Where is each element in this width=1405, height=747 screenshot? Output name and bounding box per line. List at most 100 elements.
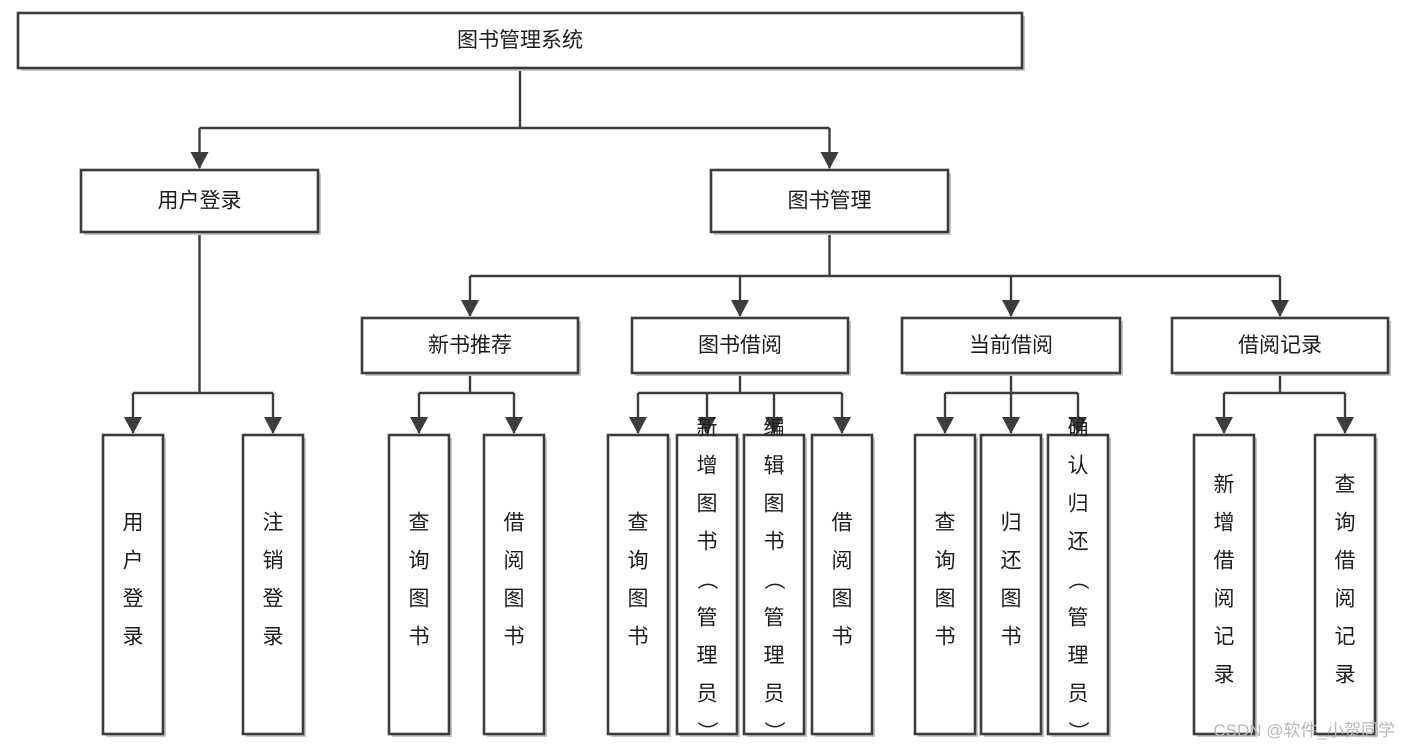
svg-text:确: 确 <box>1068 417 1089 440</box>
svg-text:书: 书 <box>832 626 853 649</box>
svg-text:登: 登 <box>123 588 144 611</box>
svg-text:录: 录 <box>1214 664 1235 687</box>
edge-layer <box>124 68 1354 434</box>
svg-text:书: 书 <box>409 626 430 649</box>
svg-text:询: 询 <box>409 550 430 573</box>
svg-text:图: 图 <box>1001 588 1022 611</box>
svg-text:图: 图 <box>832 588 853 611</box>
node-new-book-recommend[interactable]: 新书推荐 <box>360 316 581 376</box>
svg-text:理: 理 <box>697 645 718 668</box>
svg-text:增: 增 <box>697 455 718 478</box>
svg-text:录: 录 <box>1335 664 1356 687</box>
svg-text:阅: 阅 <box>504 550 525 573</box>
node-user-login[interactable]: 用户登录 <box>79 168 321 235</box>
node-label: 用户登录 <box>123 512 144 649</box>
node-root[interactable]: 图书管理系统 <box>16 11 1025 71</box>
svg-text:管: 管 <box>1068 607 1089 630</box>
svg-text:查: 查 <box>409 512 430 535</box>
node-layer: 图书管理系统用户登录图书管理新书推荐图书借阅当前借阅借阅记录用户登录注销登录查询… <box>16 11 1391 743</box>
node-label: 图书借阅 <box>698 334 782 357</box>
svg-text:员: 员 <box>1068 683 1089 706</box>
svg-text:编: 编 <box>764 417 785 440</box>
node-label: 用户登录 <box>158 190 242 213</box>
svg-text:录: 录 <box>263 626 284 649</box>
svg-text:图: 图 <box>409 588 430 611</box>
connector-from-user-login <box>124 232 282 434</box>
connector-from-book-borrow <box>629 373 851 434</box>
svg-text:书: 书 <box>504 626 525 649</box>
svg-text:管: 管 <box>764 607 785 630</box>
connector-from-current-borrow <box>936 373 1087 434</box>
node-leaf-user-login[interactable]: 用户登录 <box>101 433 166 737</box>
node-current-borrow[interactable]: 当前借阅 <box>900 316 1123 376</box>
node-borrow-record[interactable]: 借阅记录 <box>1170 316 1391 376</box>
svg-text:（: （ <box>695 569 718 590</box>
svg-text:查: 查 <box>1335 474 1356 497</box>
svg-text:增: 增 <box>1214 512 1235 535</box>
svg-text:阅: 阅 <box>1335 588 1356 611</box>
node-label: 新书推荐 <box>428 334 512 357</box>
svg-text:图: 图 <box>504 588 525 611</box>
svg-text:书: 书 <box>697 531 718 554</box>
svg-text:户: 户 <box>123 550 144 573</box>
svg-text:员: 员 <box>697 683 718 706</box>
watermark-text: CSDN @软件_小贺同学 <box>1213 721 1395 740</box>
svg-text:录: 录 <box>123 626 144 649</box>
svg-text:图: 图 <box>628 588 649 611</box>
svg-text:理: 理 <box>1068 645 1089 668</box>
node-label: 图书管理系统 <box>457 29 583 52</box>
svg-text:阅: 阅 <box>832 550 853 573</box>
svg-text:询: 询 <box>1335 512 1356 535</box>
connector-from-borrow-record <box>1215 373 1354 434</box>
connector-from-root <box>190 68 839 169</box>
svg-text:（: （ <box>1066 569 1089 590</box>
svg-text:销: 销 <box>263 550 284 573</box>
svg-text:员: 员 <box>764 683 785 706</box>
svg-text:询: 询 <box>628 550 649 573</box>
svg-text:登: 登 <box>263 588 284 611</box>
node-label: 图书管理 <box>788 190 872 213</box>
svg-text:书: 书 <box>764 531 785 554</box>
svg-text:查: 查 <box>628 512 649 535</box>
svg-text:新: 新 <box>697 417 718 440</box>
node-book-borrow[interactable]: 图书借阅 <box>630 316 851 376</box>
node-label: 当前借阅 <box>969 334 1053 357</box>
svg-text:管: 管 <box>697 607 718 630</box>
connector-from-new-book-recommend <box>410 373 523 434</box>
node-book-manage[interactable]: 图书管理 <box>709 168 951 235</box>
svg-text:借: 借 <box>832 512 853 535</box>
svg-text:图: 图 <box>764 493 785 516</box>
svg-text:注: 注 <box>263 512 284 535</box>
svg-text:询: 询 <box>935 550 956 573</box>
svg-text:）: ） <box>695 721 718 742</box>
svg-text:辑: 辑 <box>764 455 785 478</box>
svg-text:记: 记 <box>1335 626 1356 649</box>
svg-text:理: 理 <box>764 645 785 668</box>
svg-text:）: ） <box>1066 721 1089 742</box>
svg-text:新: 新 <box>1214 474 1235 497</box>
svg-text:归: 归 <box>1001 512 1022 535</box>
